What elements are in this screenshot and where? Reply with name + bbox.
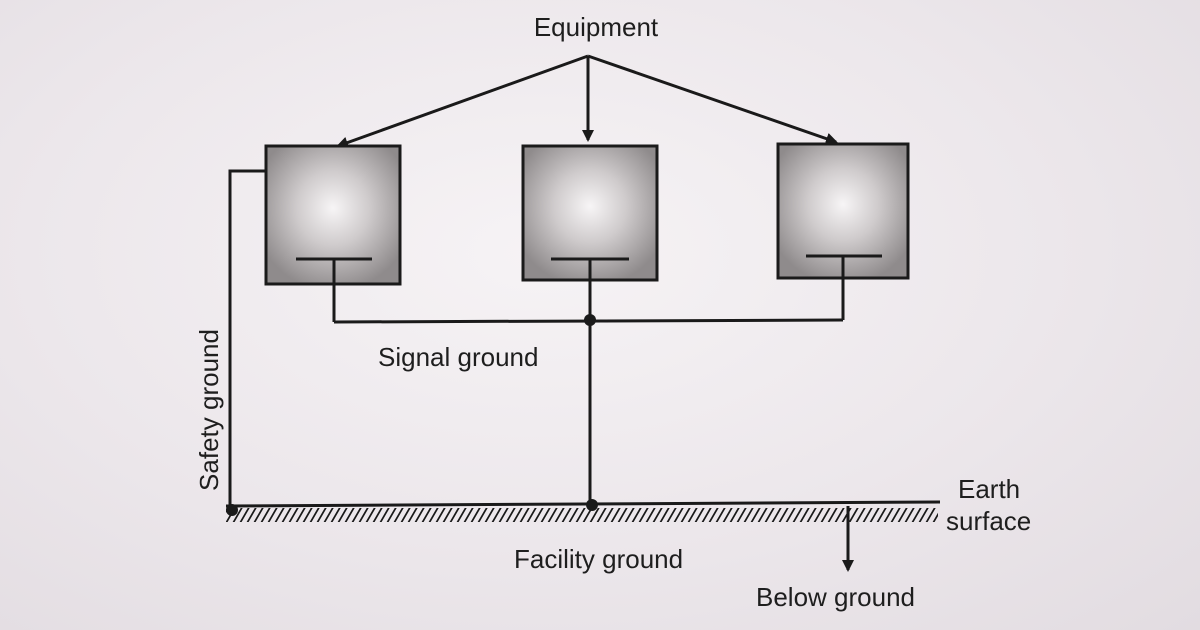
equipment-box-3 [776, 142, 910, 280]
facility-ground-label: Facility ground [514, 544, 683, 574]
earth-surface-label-line1: Earth [958, 474, 1020, 504]
equipment-arrow-left [336, 54, 589, 149]
signal-ground-label: Signal ground [378, 342, 538, 372]
safety-ground-wire [228, 169, 266, 510]
earth-surface [225, 500, 941, 522]
facility-ground-node [586, 499, 598, 511]
equipment-arrow-right [587, 54, 838, 145]
earth-surface-label-line2: surface [946, 506, 1031, 536]
signal-ground-wiring [332, 256, 845, 505]
safety-ground-label: Safety ground [194, 329, 224, 491]
equipment-label: Equipment [534, 12, 659, 42]
below-ground-label: Below ground [756, 582, 915, 612]
